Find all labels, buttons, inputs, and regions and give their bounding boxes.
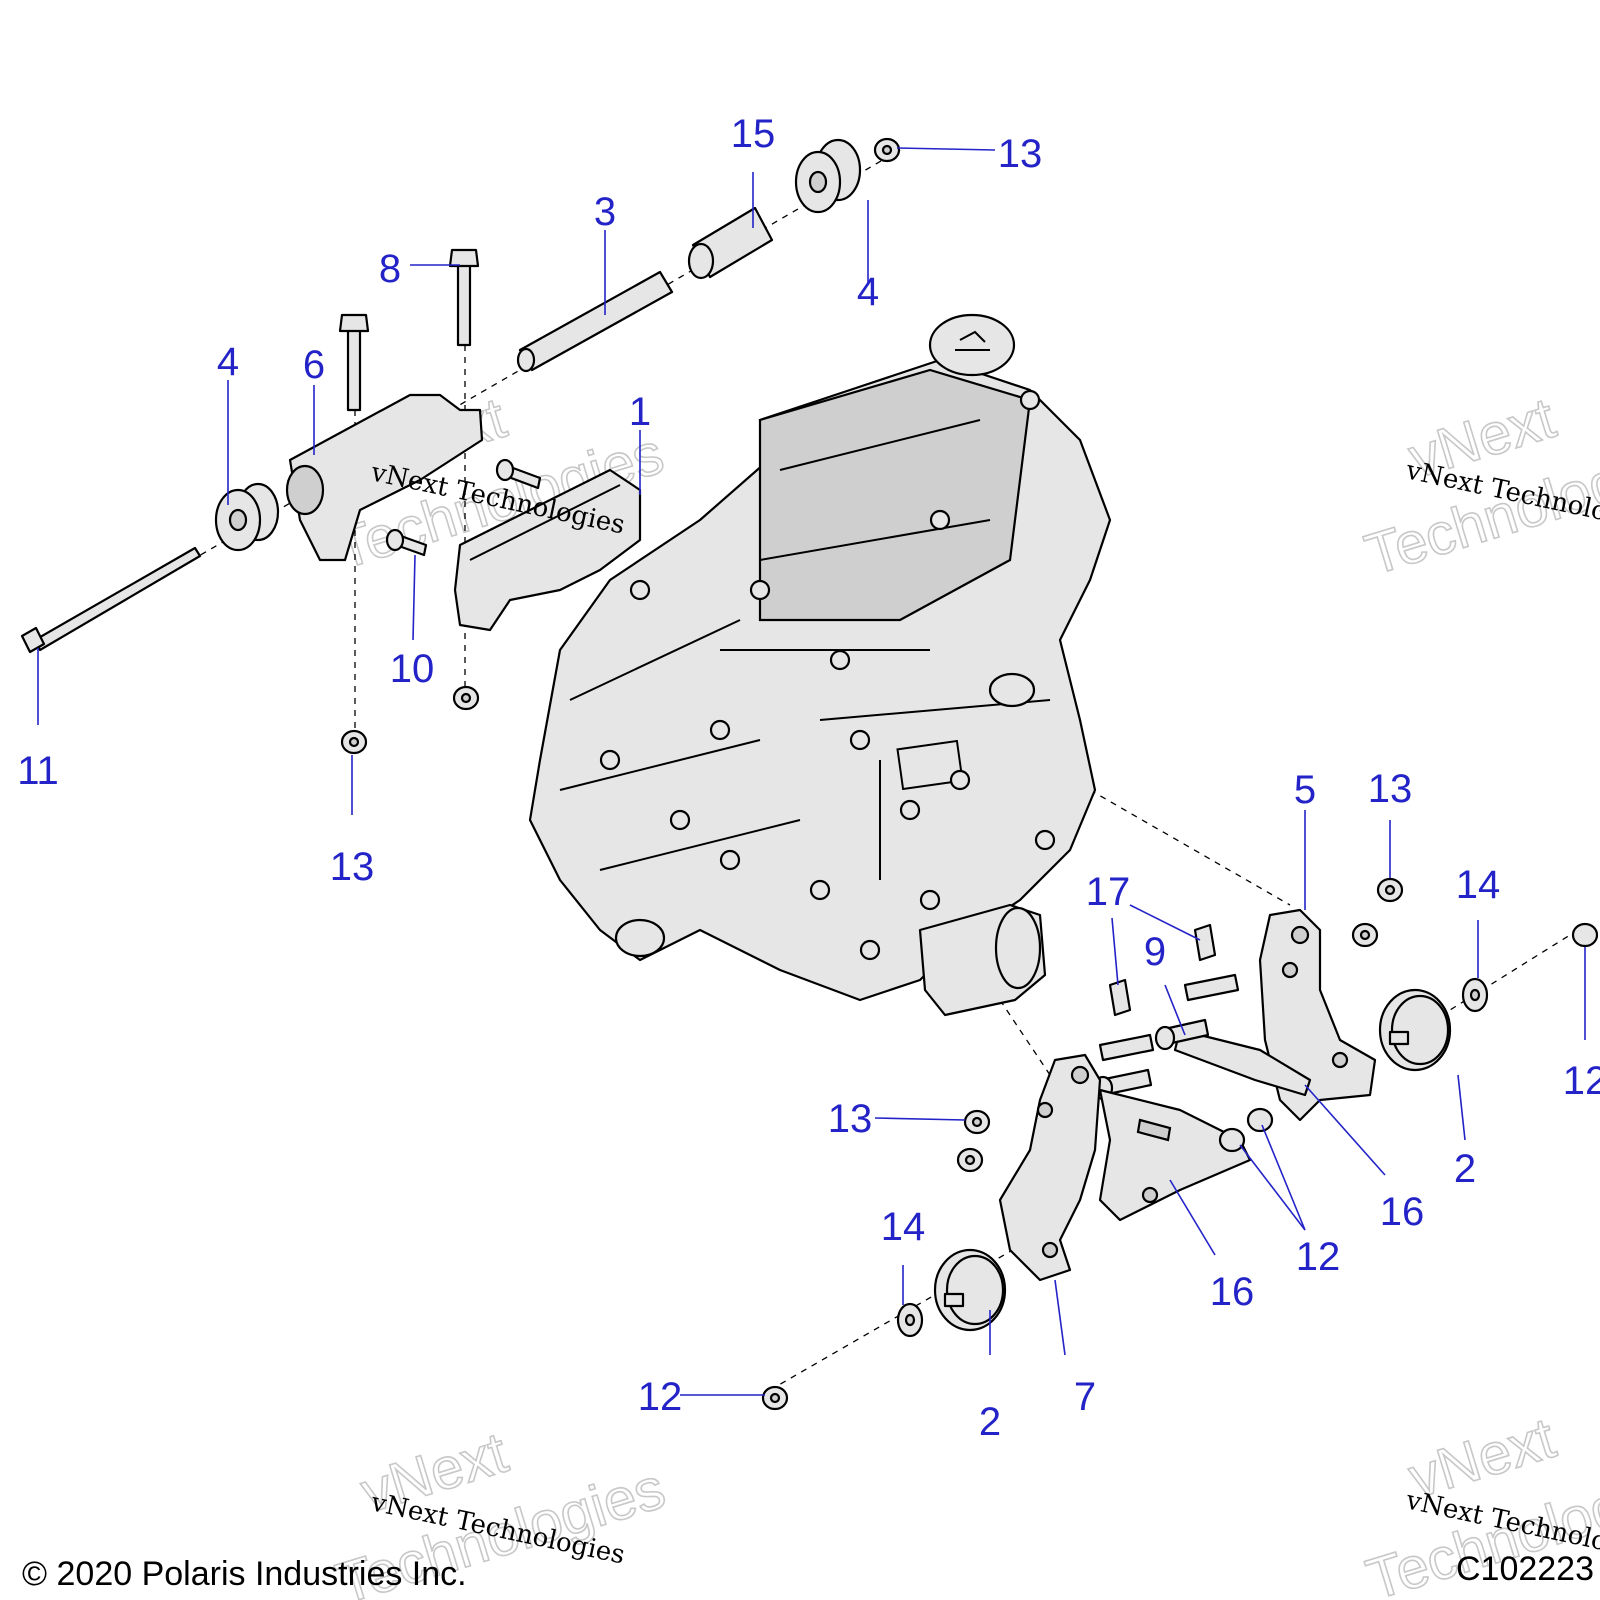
callout-12: 12 <box>1296 1235 1341 1279</box>
nut-13-lower <box>956 1109 991 1173</box>
callout-9: 9 <box>1144 930 1166 974</box>
callout-5: 5 <box>1294 768 1316 812</box>
copyright-notice: © 2020 Polaris Industries Inc. <box>22 1555 467 1593</box>
engine-assembly <box>528 313 1112 1017</box>
assembly-lines <box>44 149 1571 1391</box>
nut-13-right <box>1351 877 1404 948</box>
callout-16: 16 <box>1380 1190 1425 1234</box>
nut-13-top <box>873 137 901 163</box>
isolator-2-right <box>1378 988 1452 1072</box>
washer-14-lower <box>896 1302 924 1338</box>
callout-4: 4 <box>217 340 239 384</box>
callout-2: 2 <box>979 1400 1001 1444</box>
diagram-code: C102223 <box>1455 1550 1594 1588</box>
callout-7: 7 <box>1074 1375 1096 1419</box>
nuts-12-middle <box>1218 1107 1274 1153</box>
callout-13: 13 <box>828 1097 873 1141</box>
callout-1: 1 <box>629 390 651 434</box>
bolts-9 <box>1092 973 1240 1101</box>
callout-13: 13 <box>998 132 1043 176</box>
callout-14: 14 <box>1456 863 1501 907</box>
bolt-near-bracket <box>495 458 542 490</box>
mount-bracket-6 <box>285 393 484 562</box>
nut-12-lower <box>761 1385 789 1411</box>
bracket-7 <box>998 1053 1102 1282</box>
callout-13: 13 <box>1368 767 1413 811</box>
callout-15: 15 <box>731 112 776 156</box>
housing-bolts <box>599 389 1056 961</box>
callout-11: 11 <box>17 749 59 793</box>
shaft-3 <box>516 270 674 373</box>
bushing-4-left <box>214 482 280 552</box>
callout-8: 8 <box>379 247 401 291</box>
bolt-center <box>338 313 370 412</box>
bolt-8 <box>448 248 480 347</box>
bolt-10 <box>385 528 428 557</box>
callout-13: 13 <box>330 845 375 889</box>
bracket-1 <box>453 468 642 632</box>
spacer-15 <box>687 206 774 280</box>
studs-17 <box>1108 923 1217 1017</box>
callout-16: 16 <box>1210 1270 1255 1314</box>
callout-4: 4 <box>857 270 879 314</box>
bracket-16-right <box>1173 1028 1312 1097</box>
nut-bracket-1 <box>452 685 480 711</box>
callout-12: 12 <box>638 1375 683 1419</box>
leader-lines <box>37 147 1586 1396</box>
callout-3: 3 <box>594 190 616 234</box>
callout-17: 17 <box>1086 870 1131 914</box>
callout-12: 12 <box>1563 1059 1600 1103</box>
long-bolt-11 <box>20 546 202 654</box>
isolator-2-lower <box>933 1248 1007 1332</box>
callout-10: 10 <box>390 647 435 691</box>
callout-14: 14 <box>881 1205 926 1249</box>
nut-12-far-right <box>1571 922 1599 948</box>
bushing-4-right <box>794 138 862 214</box>
nut-13-left <box>340 729 368 755</box>
callout-2: 2 <box>1454 1147 1476 1191</box>
washer-14-right <box>1461 977 1489 1013</box>
callout-numbers: 1 2 2 3 4 4 5 6 7 8 9 10 11 12 12 12 13 … <box>17 112 1600 1444</box>
bracket-16-lower <box>1098 1088 1252 1222</box>
callout-6: 6 <box>303 343 325 387</box>
